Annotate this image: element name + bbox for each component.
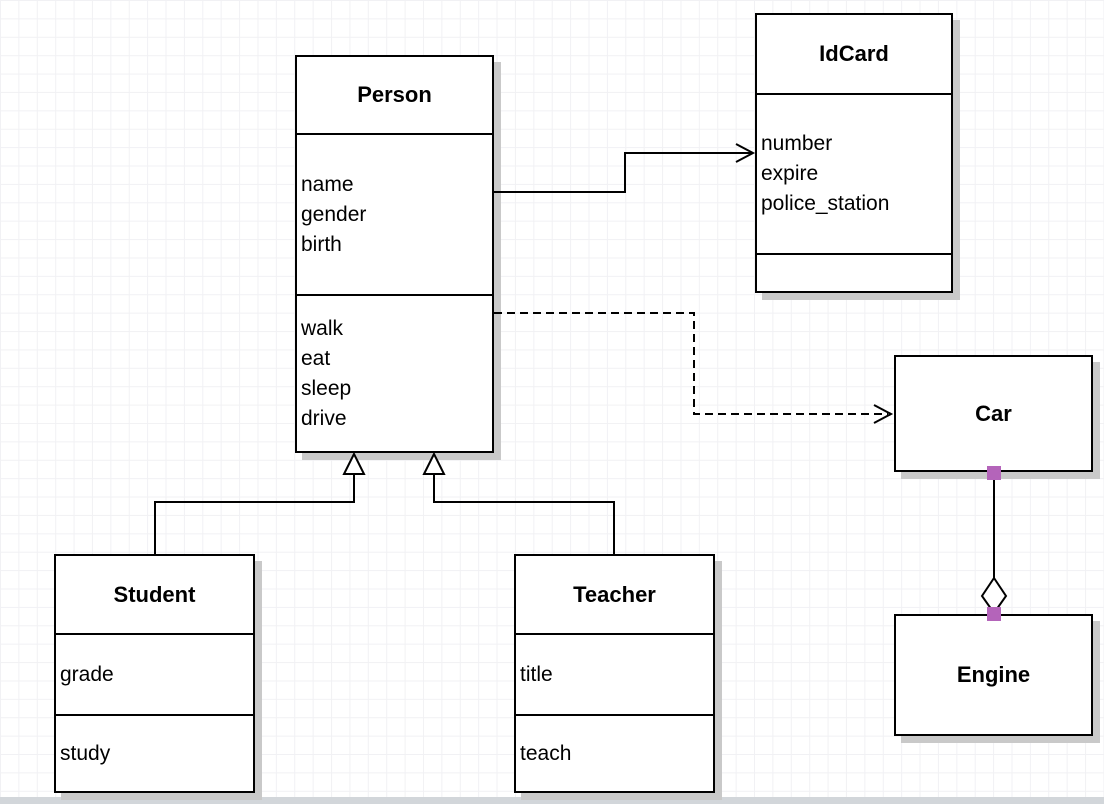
class-person[interactable]: Person name gender birth walk eat sleep … (295, 55, 494, 453)
class-person-methods: walk eat sleep drive (297, 294, 492, 451)
hollow-triangle-icon (422, 451, 446, 475)
canvas-bottom-edge (0, 797, 1104, 804)
class-student-methods: study (56, 714, 253, 791)
method: sleep (301, 376, 352, 400)
attribute: name (301, 172, 354, 196)
attribute: gender (301, 202, 367, 226)
class-idcard[interactable]: IdCard number expire police_station (755, 13, 953, 293)
class-car[interactable]: Car (894, 355, 1093, 472)
method: study (60, 741, 111, 765)
class-idcard-title: IdCard (819, 41, 889, 66)
class-person-attributes: name gender birth (297, 133, 492, 294)
association-person-idcard[interactable] (494, 143, 756, 193)
attribute: expire (761, 162, 819, 185)
class-student[interactable]: Student grade study (54, 554, 255, 793)
class-teacher-attributes: title (516, 633, 713, 714)
attribute: grade (60, 662, 114, 686)
class-person-title: Person (357, 82, 432, 107)
class-teacher-title: Teacher (573, 581, 656, 607)
attribute: title (520, 662, 553, 686)
hollow-triangle-icon (342, 451, 366, 475)
open-arrowhead-icon (873, 404, 894, 424)
aggregation-car-engine[interactable] (980, 466, 1008, 621)
class-car-title: Car (975, 400, 1012, 426)
class-teacher[interactable]: Teacher title teach (514, 554, 715, 793)
method: eat (301, 346, 331, 370)
attribute: number (761, 132, 833, 155)
class-teacher-methods: teach (516, 714, 713, 791)
open-arrowhead-icon (735, 143, 756, 163)
class-student-attributes: grade (56, 633, 253, 714)
attribute: police_station (761, 192, 890, 215)
method: teach (520, 741, 572, 765)
method: walk (301, 316, 344, 340)
attribute: birth (301, 232, 342, 256)
class-engine-title: Engine (956, 662, 1031, 687)
method: drive (301, 406, 347, 430)
generalization-teacher-person[interactable] (422, 451, 615, 554)
generalization-student-person[interactable] (154, 451, 366, 554)
dependency-person-car[interactable] (494, 312, 894, 424)
hollow-diamond-icon (980, 576, 1008, 615)
class-idcard-methods-empty (757, 253, 951, 291)
class-idcard-attributes: number expire police_station (757, 93, 951, 253)
class-engine[interactable]: Engine (894, 614, 1093, 736)
class-student-title: Student (113, 581, 196, 607)
